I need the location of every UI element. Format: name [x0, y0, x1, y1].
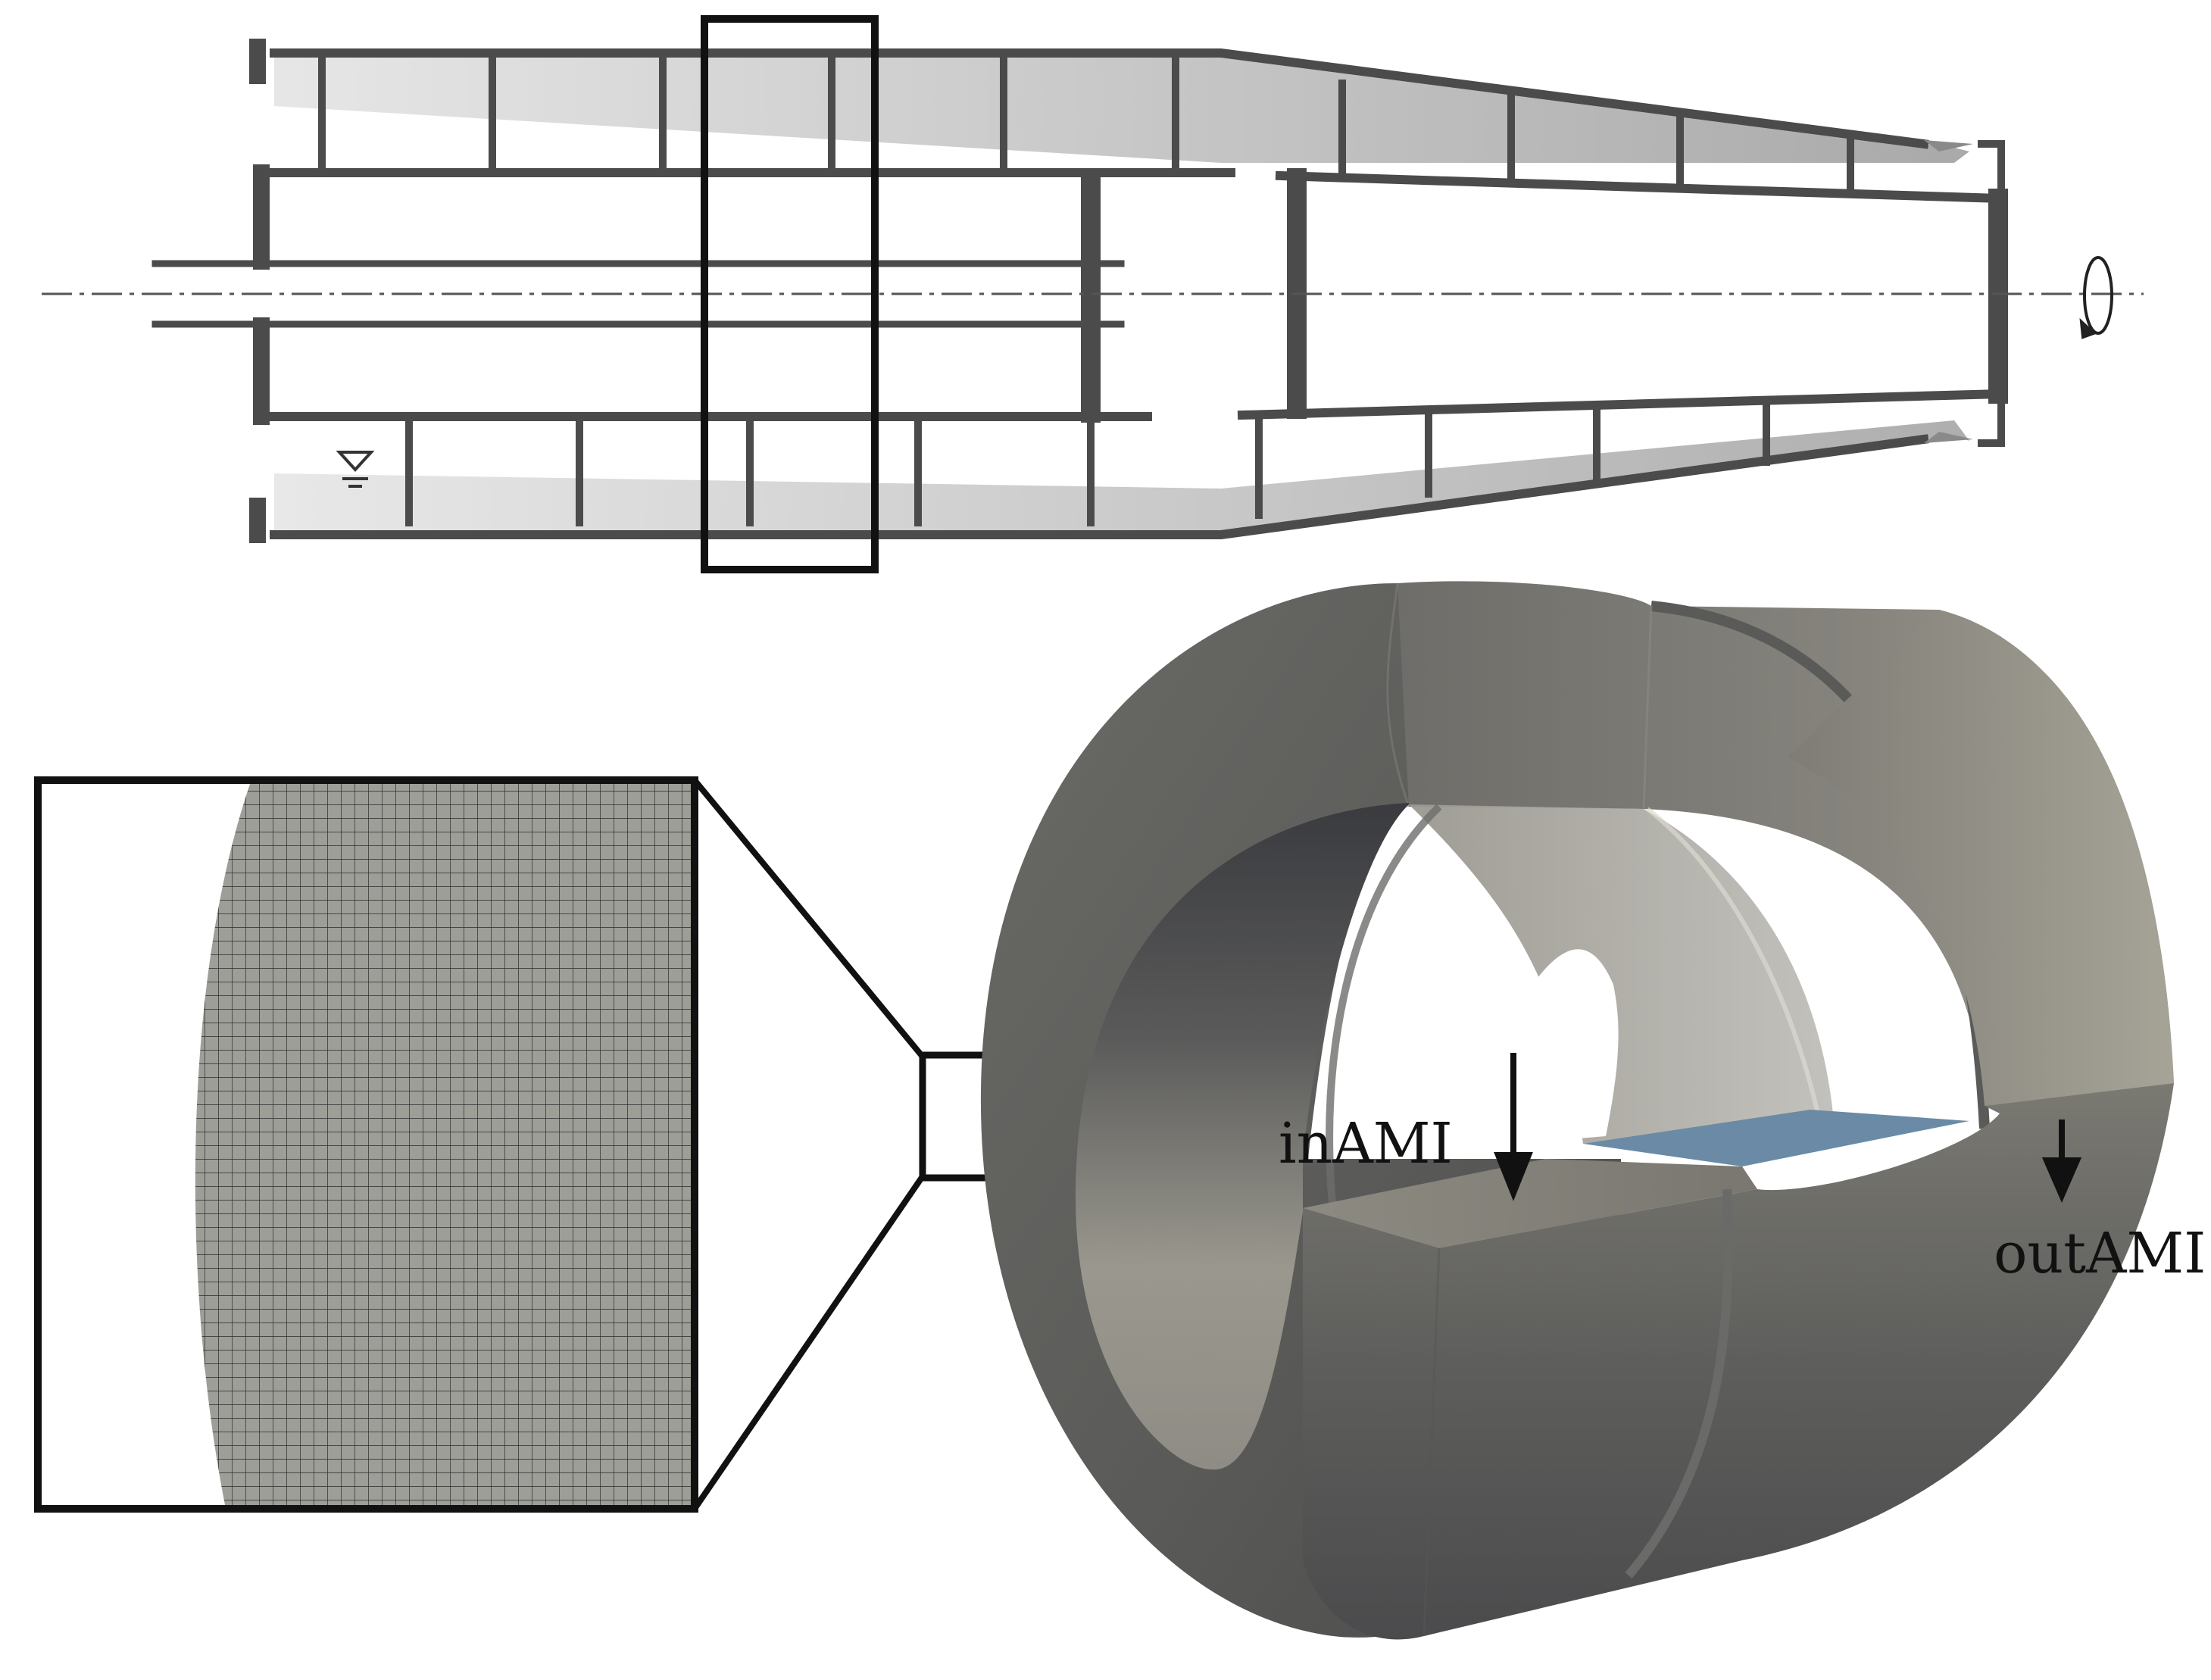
in-ami-arrow: [1494, 1053, 1533, 1201]
inner-cone-bottom: [1237, 389, 2005, 420]
inner-bore-right: [1409, 804, 1833, 1144]
rotor-domain-3d: inAMI outAMI: [980, 581, 2206, 1640]
inner-cone-top: [1275, 170, 2005, 204]
cut-block-front: [1303, 1083, 2174, 1640]
section-highlight-box: [701, 15, 879, 573]
rotation-arrow-icon: [2079, 256, 2113, 339]
outer-wall-bottom: [270, 434, 1929, 539]
outer-wall-top: [270, 48, 1929, 149]
left-flange-bottom: [249, 317, 270, 543]
in-ami-label: inAMI: [1279, 1111, 1453, 1176]
water-region-bottom: [274, 420, 1969, 530]
left-flange-top: [249, 39, 270, 270]
mesh-zoom-inset: [34, 776, 1034, 1513]
water-region-top: [274, 55, 1969, 163]
out-ami-arrow: [2041, 1119, 2082, 1204]
out-ami-label: outAMI: [1994, 1221, 2206, 1286]
ring-end-face: [1788, 610, 2174, 1106]
section-sketch: [42, 15, 2144, 573]
inner-bore: [1076, 803, 1409, 1470]
cut-top-face: [1303, 1159, 1757, 1248]
mesh-inset-frame: [34, 776, 698, 1513]
free-surface-triangle-icon: [336, 451, 375, 488]
ami-interface-plane: [1583, 1110, 1969, 1166]
